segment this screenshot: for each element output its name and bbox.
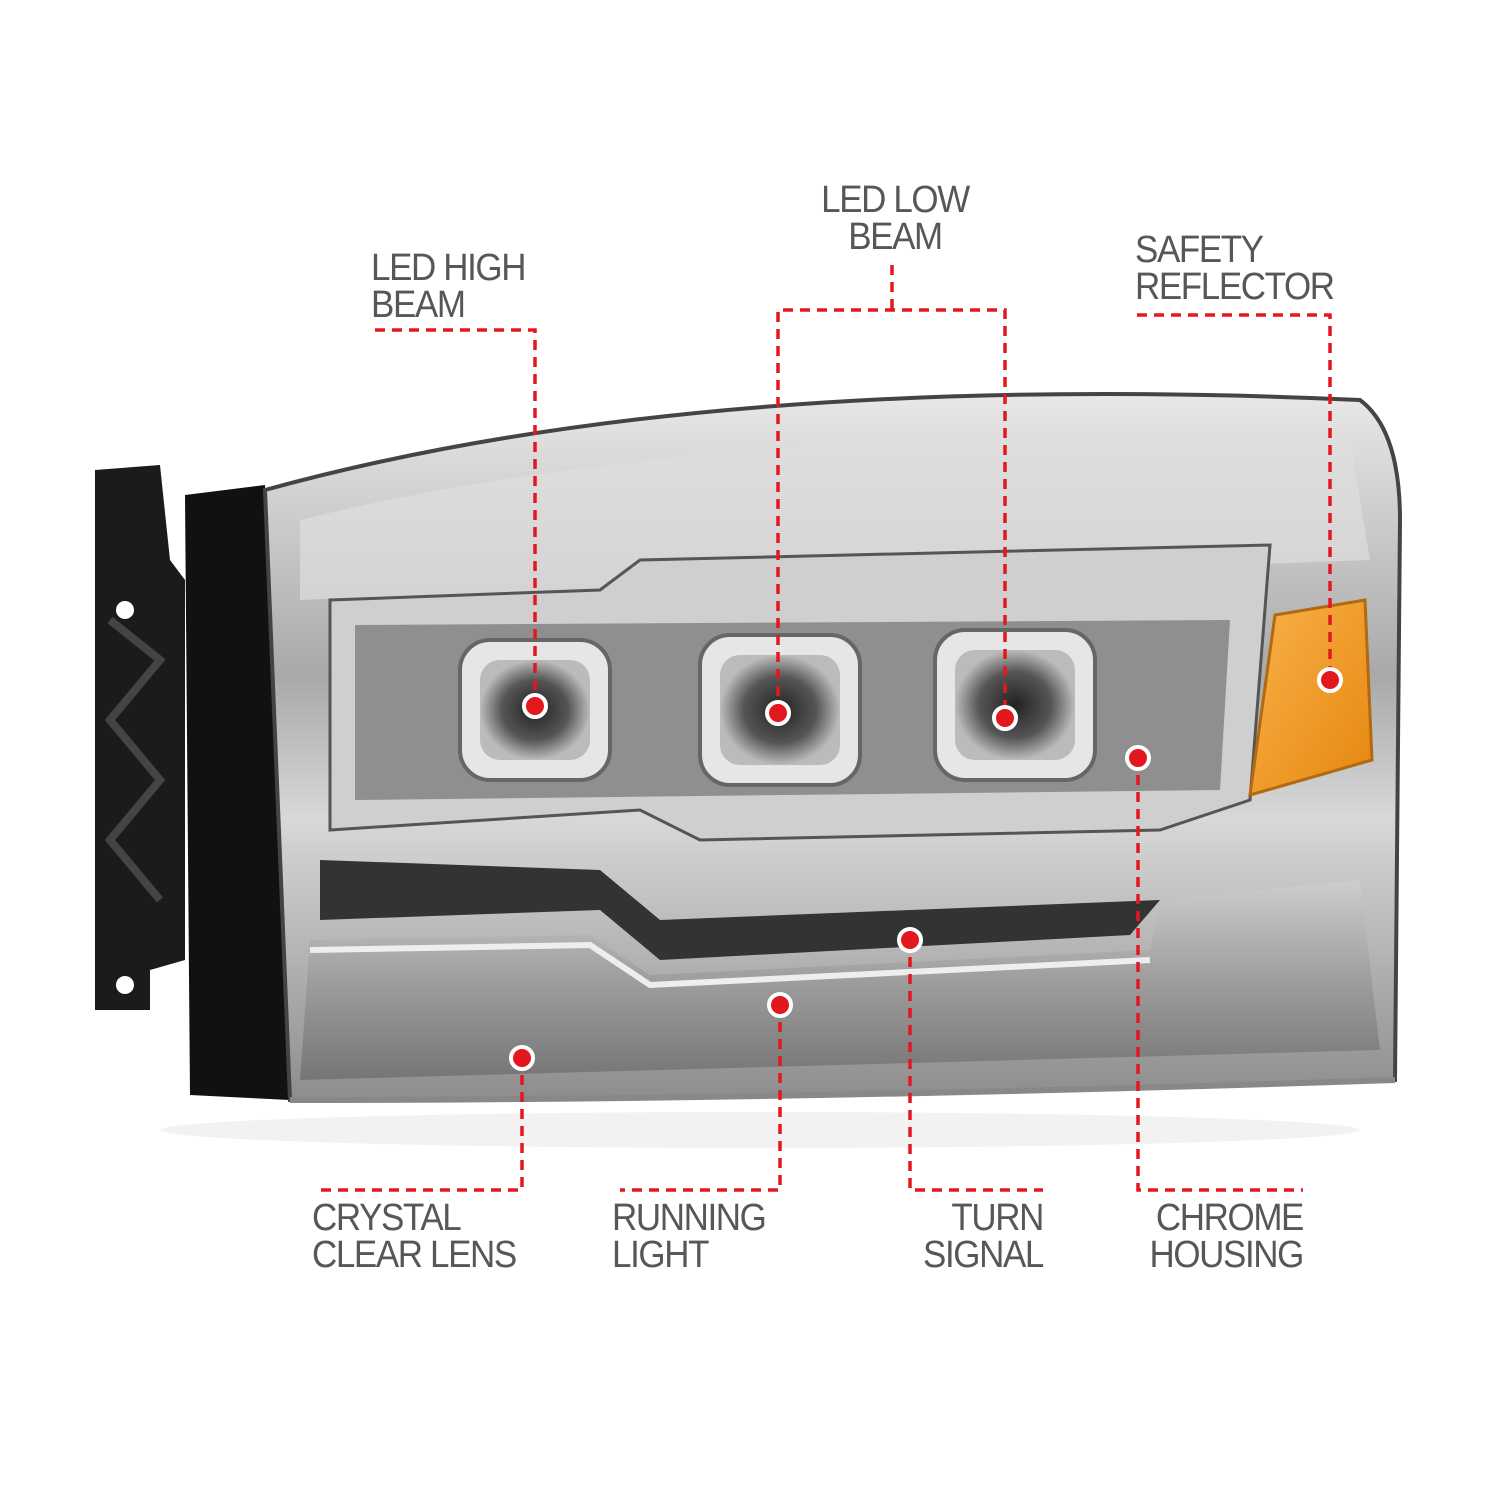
callout-dot-lens [509,1045,535,1071]
led-turn-strip [320,860,1160,960]
callout-dot-high-beam [522,693,548,719]
callout-dot-low-beam-2 [992,705,1018,731]
callout-dot-reflector [1317,667,1343,693]
callout-line-high-beam [375,328,537,706]
callout-dot-low-beam-1 [765,700,791,726]
callout-line-lens [315,1058,524,1192]
callout-line-running [620,1005,782,1192]
projector-low-beam-2 [933,628,1097,782]
callout-dot-housing [1125,745,1151,771]
amber-reflector [1248,598,1374,798]
callout-line-reflector [1137,313,1332,680]
callout-dot-turn [897,927,923,953]
callout-line-housing [1136,758,1303,1192]
mounting-bracket [95,465,185,1010]
callout-line-low-beam [776,265,1007,718]
callout-dot-running [767,992,793,1018]
